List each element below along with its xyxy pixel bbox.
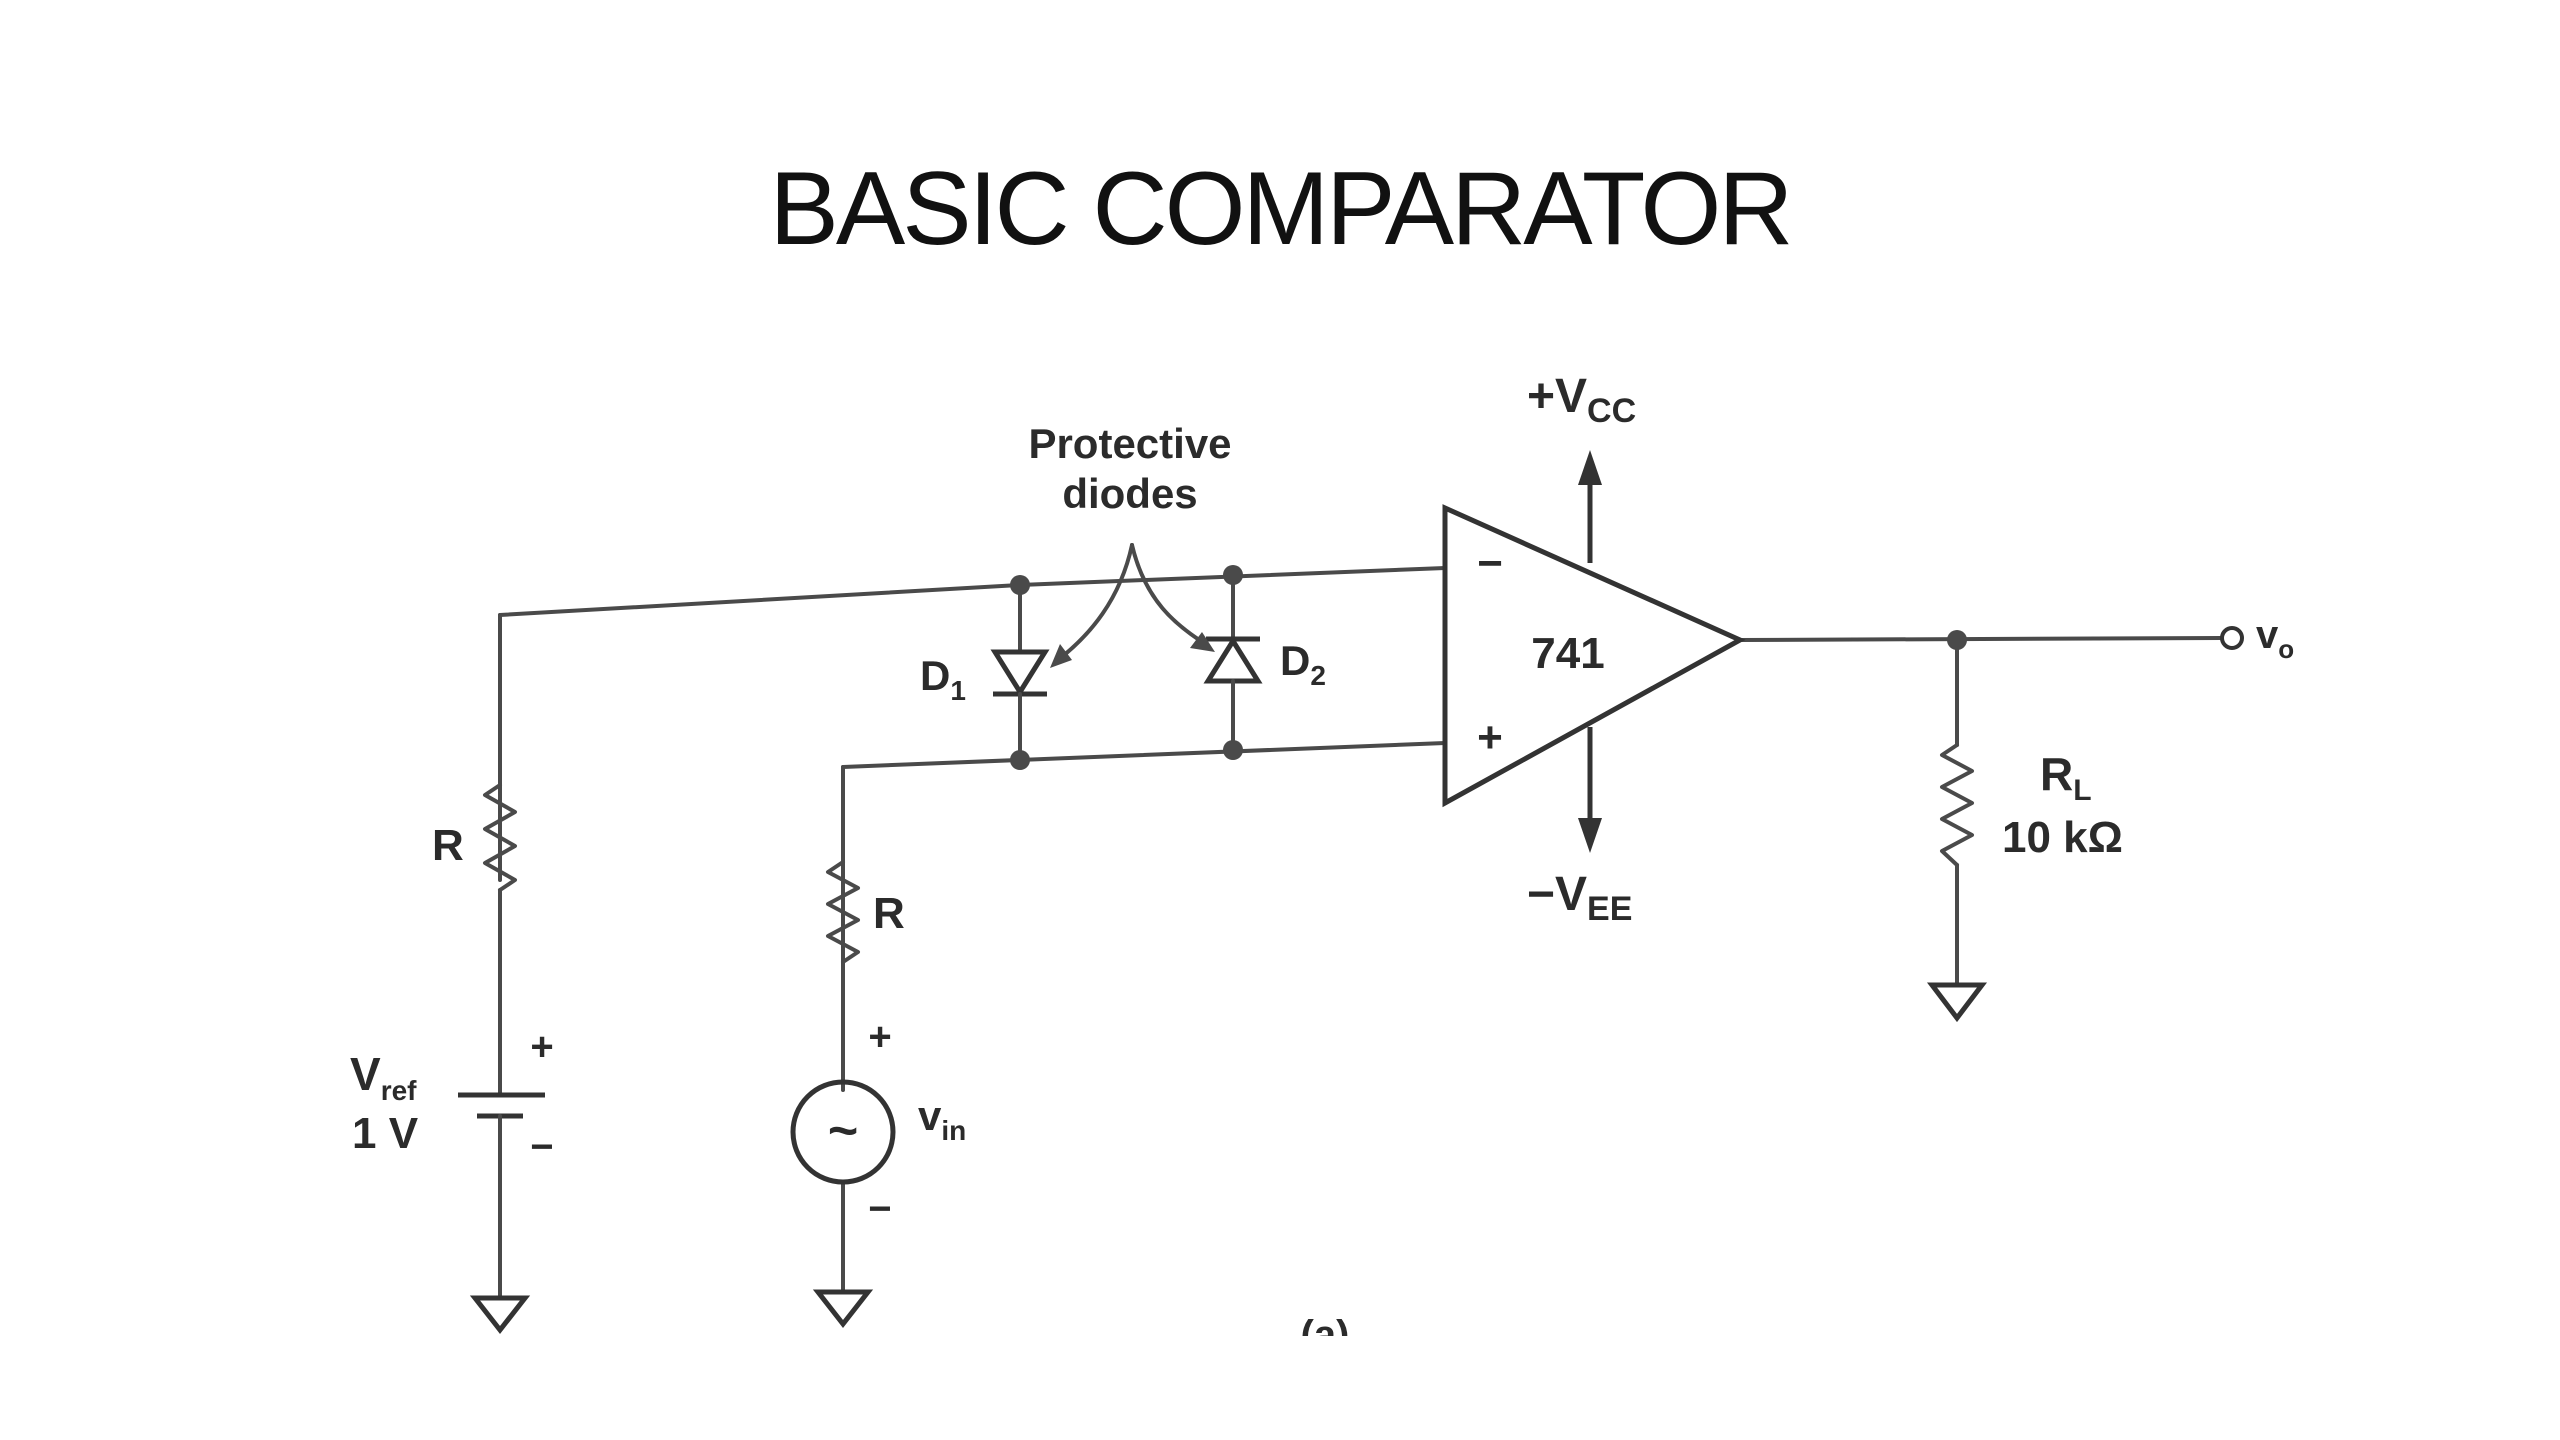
caption-crop-mask [1250, 1336, 1410, 1416]
inverting-input-wire [498, 566, 1447, 882]
vref-value: 1 V [352, 1109, 419, 1158]
output-terminal [2220, 626, 2244, 650]
output-wire [1738, 636, 2224, 642]
resistor-r-in [826, 765, 860, 964]
protective-label-line2: diodes [1062, 470, 1197, 517]
diode-d2 [1203, 573, 1263, 752]
resistor-r-left [483, 613, 517, 1002]
supply-negative-label: −VEE [1527, 868, 1632, 928]
r-left-label: R [432, 821, 464, 870]
wires [498, 566, 2224, 1300]
vo-label: vo [2256, 613, 2294, 664]
junction-nodes [1010, 565, 1967, 770]
d1-label: D1 [920, 652, 966, 706]
vin-plus-sign: + [868, 1015, 891, 1059]
supply-positive-label: +VCC [1527, 370, 1636, 430]
vin-label: vin [918, 1092, 966, 1146]
rl-label: RL [2040, 748, 2092, 807]
opamp-noninverting-sign: + [1477, 713, 1503, 762]
protective-label-line1: Protective [1028, 420, 1231, 467]
ac-source-vin [790, 1079, 896, 1185]
vref-plus-sign: + [530, 1025, 553, 1069]
opamp-inverting-sign: − [1477, 539, 1503, 588]
r-in-label: R [873, 889, 905, 938]
battery-vref [458, 1092, 545, 1140]
noninverting-input-wire [841, 741, 1447, 1092]
ground-vin [812, 1289, 874, 1329]
source-symbol: ~ [828, 1102, 858, 1160]
d2-label: D2 [1280, 637, 1326, 691]
opamp-label: 741 [1531, 629, 1604, 678]
ground-vref [469, 1295, 531, 1335]
slide-title: BASIC COMPARATOR [769, 151, 1793, 267]
diode-callout-arrows [1050, 543, 1215, 668]
resistor-rl [1940, 743, 1974, 867]
vref-label: Vref [350, 1048, 417, 1106]
rl-value: 10 kΩ [2002, 813, 2123, 862]
opamp-741 [1442, 450, 1746, 853]
vin-minus-sign: − [868, 1187, 891, 1231]
vref-minus-sign: − [530, 1125, 553, 1169]
ground-rl [1926, 982, 1988, 1023]
diode-d1 [990, 583, 1050, 762]
